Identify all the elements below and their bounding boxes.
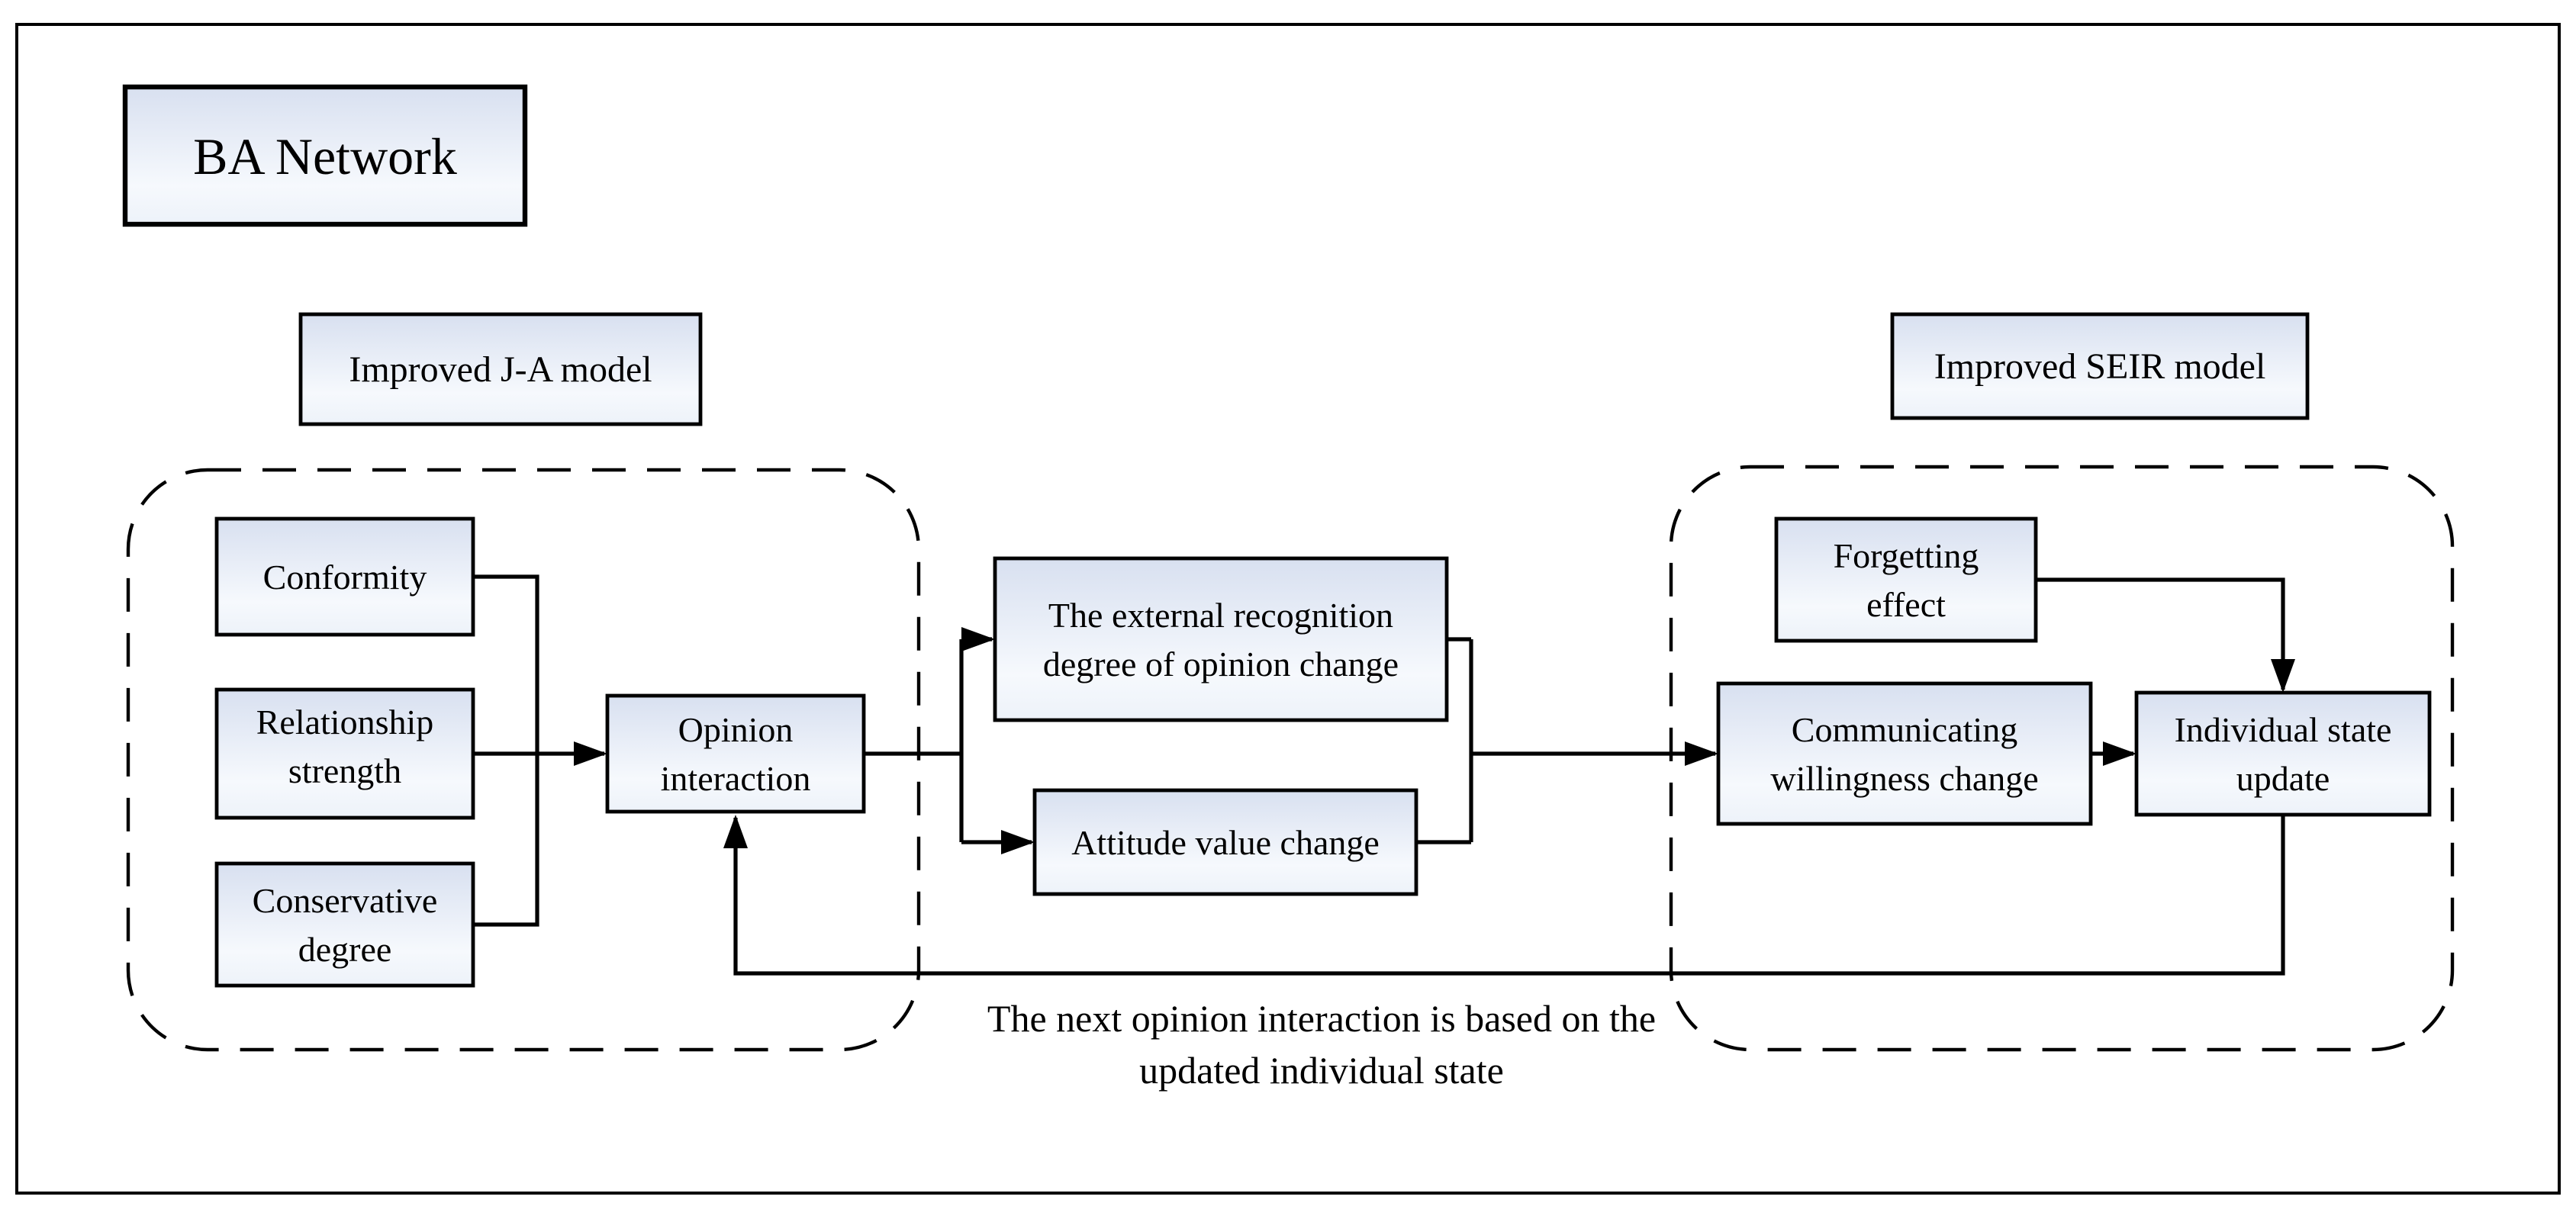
conformity-label: Conformity: [263, 558, 427, 597]
conformity-box: [214, 516, 475, 637]
forgetting-effect-box: [1774, 516, 2038, 643]
improved-seir-label: Improved SEIR model: [1934, 346, 2266, 387]
external-recognition-label-line1: The external recognition: [1048, 596, 1393, 635]
node-improved-ja-label: Improved J-A model: [298, 312, 703, 426]
node-opinion-interaction: Opinion interaction: [605, 693, 866, 814]
connector-middle-merge: [1416, 637, 1473, 844]
node-conservative-degree: Conservative degree: [214, 861, 475, 988]
external-recognition-box: [993, 556, 1449, 722]
arrow-forgetting-to-individual: [2036, 577, 2295, 693]
relationship-strength-label-line2: strength: [288, 751, 401, 790]
external-recognition-label-line2: degree of opinion change: [1043, 645, 1399, 683]
feedback-caption-line2: updated individual state: [1139, 1049, 1504, 1092]
individual-state-update-box: [2134, 690, 2432, 817]
node-communicating-willingness: Communicating willingness change: [1716, 681, 2093, 826]
communicating-willingness-label-line2: willingness change: [1770, 759, 2038, 798]
connector-conformity-conservative-merge: [473, 574, 539, 927]
node-attitude-value-change: Attitude value change: [1032, 788, 1418, 896]
individual-state-update-label-line2: update: [2236, 759, 2330, 798]
feedback-caption: The next opinion interaction is based on…: [987, 997, 1656, 1092]
improved-ja-label: Improved J-A model: [349, 349, 652, 390]
improved-ja-box: [298, 312, 703, 426]
relationship-strength-box: [214, 687, 475, 820]
ba-network-label: BA Network: [193, 127, 457, 185]
feedback-caption-line1: The next opinion interaction is based on…: [987, 997, 1656, 1040]
forgetting-effect-label-line1: Forgetting: [1834, 536, 1979, 575]
forgetting-effect-label-line2: effect: [1866, 585, 1946, 624]
node-ba-network: BA Network: [122, 84, 528, 227]
conservative-degree-label-line2: degree: [298, 930, 392, 969]
node-individual-state-update: Individual state update: [2134, 690, 2432, 817]
opinion-interaction-label-line1: Opinion: [678, 710, 794, 749]
conservative-degree-label-line1: Conservative: [253, 881, 438, 920]
node-relationship-strength: Relationship strength: [214, 687, 475, 820]
node-improved-seir-label: Improved SEIR model: [1890, 312, 2310, 420]
communicating-willingness-label-line1: Communicating: [1792, 710, 2017, 749]
node-forgetting-effect: Forgetting effect: [1774, 516, 2038, 643]
arrow-feedback-individual-to-opinion: [723, 815, 2285, 976]
node-conformity: Conformity: [214, 516, 475, 637]
improved-seir-box: [1890, 312, 2310, 420]
attitude-value-change-box: [1032, 788, 1418, 896]
opinion-interaction-label-line2: interaction: [661, 759, 811, 798]
group-improved-seir-model: [1669, 465, 2455, 1052]
node-external-recognition: The external recognition degree of opini…: [993, 556, 1449, 722]
individual-state-update-label-line1: Individual state: [2175, 710, 2392, 749]
group-improved-ja-model: [126, 468, 921, 1052]
ba-network-box: [122, 84, 528, 227]
figure-border: [15, 23, 2561, 1195]
opinion-interaction-box: [605, 693, 866, 814]
conservative-degree-box: [214, 861, 475, 988]
attitude-value-change-label: Attitude value change: [1071, 823, 1380, 862]
relationship-strength-label-line1: Relationship: [256, 703, 434, 741]
communicating-willingness-box: [1716, 681, 2093, 826]
